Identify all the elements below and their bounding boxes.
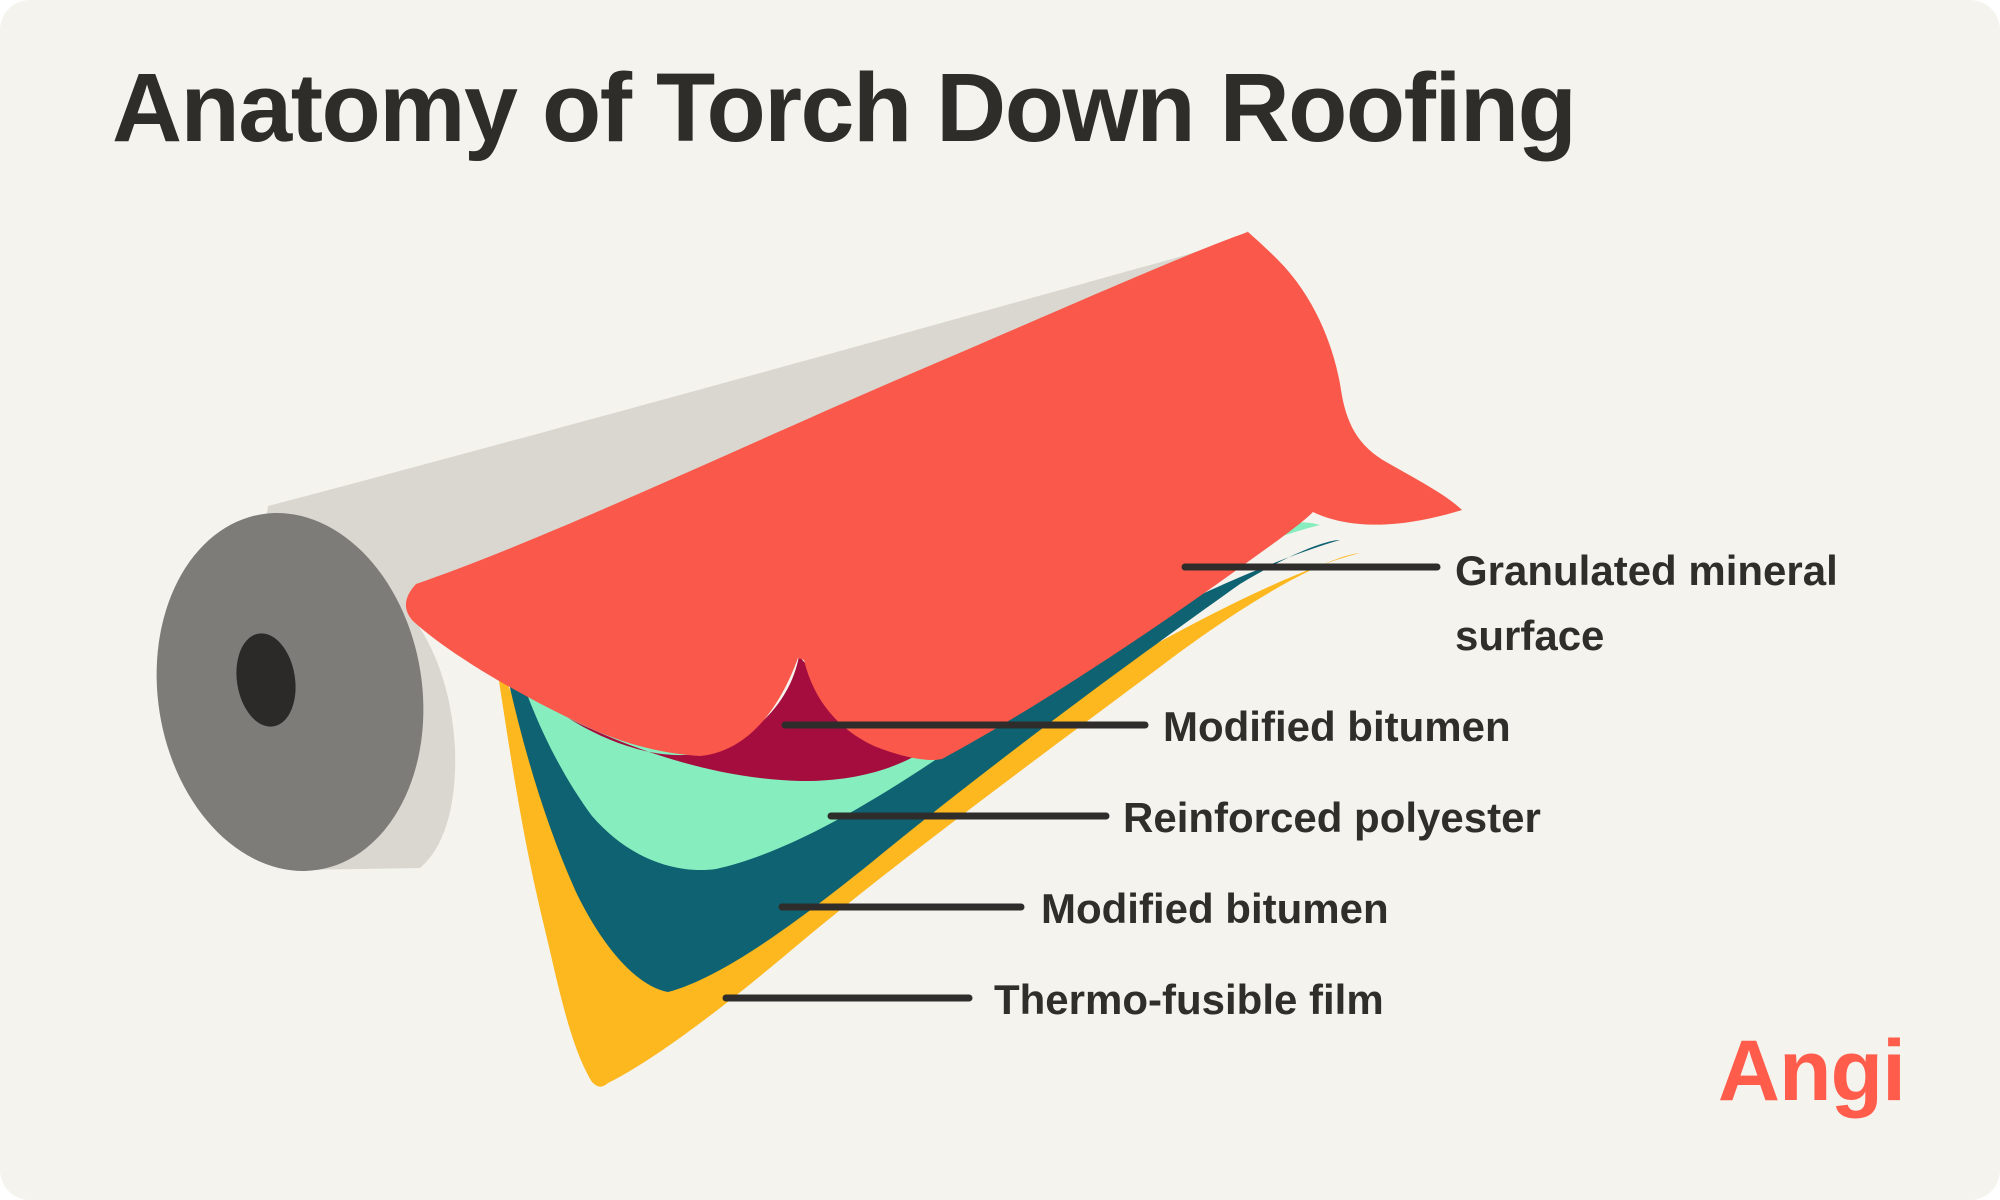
layer-granulated-mineral-surface <box>405 232 1463 760</box>
leader-lines <box>722 563 1441 1002</box>
roll-core-hole-icon <box>236 633 296 727</box>
label-modified-bitumen-bottom: Modified bitumen <box>1041 885 1389 932</box>
label-modified-bitumen-top: Modified bitumen <box>1163 703 1511 750</box>
layer-modified-bitumen-underside <box>568 656 956 782</box>
label-thermo-fusible-film: Thermo-fusible film <box>994 976 1384 1023</box>
page-title: Anatomy of Torch Down Roofing <box>112 53 1577 162</box>
label-granulated-mineral-surface: Granulated mineral surface <box>1455 547 1838 660</box>
angi-logo: Angi <box>1717 1023 1906 1119</box>
label-reinforced-polyester: Reinforced polyester <box>1123 794 1541 841</box>
